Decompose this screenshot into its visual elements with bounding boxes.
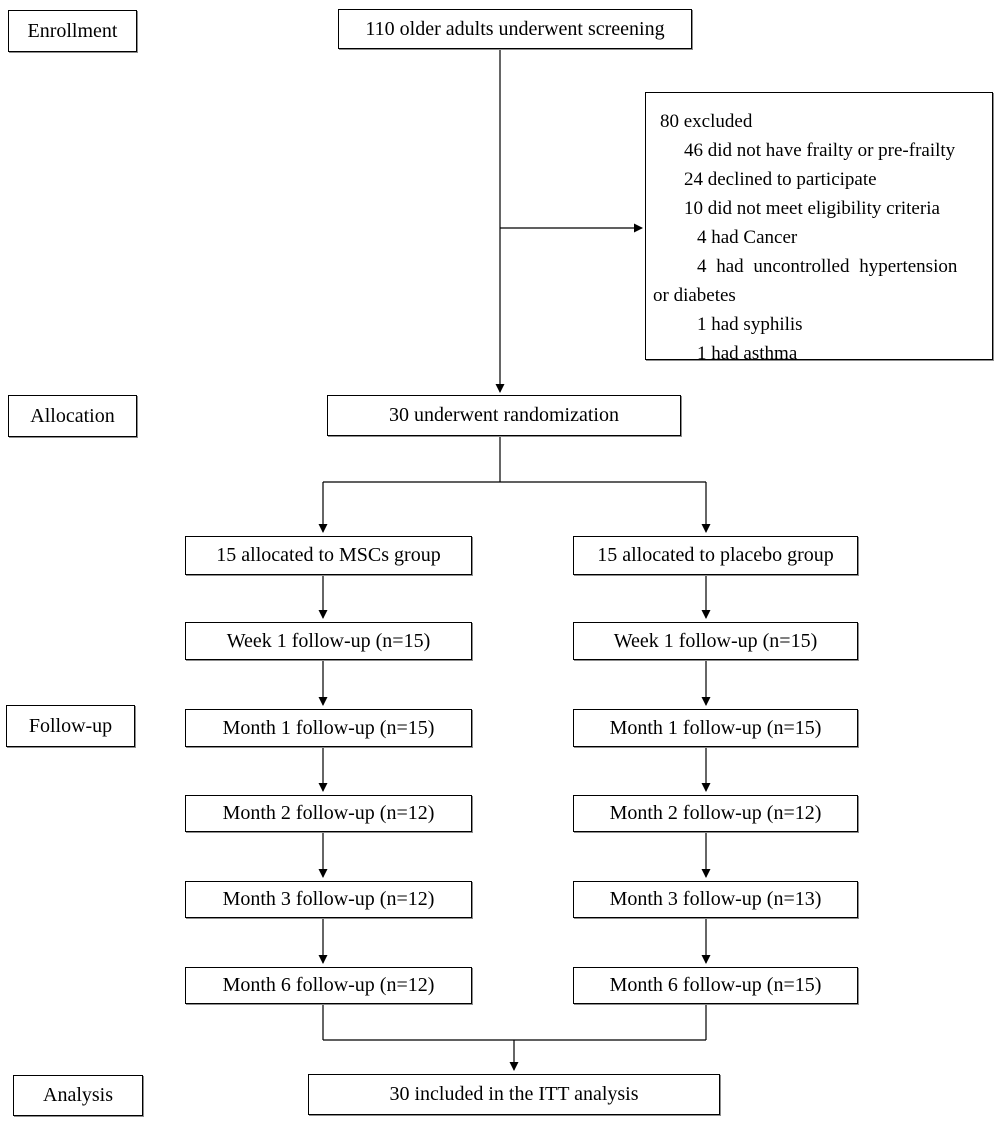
- stage-label-analysis: Analysis: [13, 1075, 143, 1116]
- placebo-month6-box: Month 6 follow-up (n=15): [573, 967, 858, 1004]
- stage-label-text: Analysis: [43, 1084, 113, 1106]
- placebo-month3-box: Month 3 follow-up (n=13): [573, 881, 858, 918]
- placebo-week1-box: Week 1 follow-up (n=15): [573, 622, 858, 660]
- box-text: Month 3 follow-up (n=13): [609, 888, 822, 910]
- merge-bar: [322, 1004, 707, 1041]
- stage-label-text: Allocation: [30, 404, 115, 427]
- placebo-month1-box: Month 1 follow-up (n=15): [573, 709, 858, 747]
- msc-month6-box: Month 6 follow-up (n=12): [185, 967, 472, 1004]
- box-text: 15 allocated to MSCs group: [216, 544, 441, 566]
- msc-month3-box: Month 3 follow-up (n=12): [185, 881, 472, 918]
- msc-month1-box: Month 1 follow-up (n=15): [185, 709, 472, 747]
- excluded-line: 4 had uncontrolled hypertension: [697, 256, 958, 277]
- stage-label-allocation: Allocation: [8, 395, 137, 437]
- excluded-line: 46 did not have frailty or pre-frailty: [684, 140, 956, 161]
- itt-analysis-box-text: 30 included in the ITT analysis: [389, 1083, 639, 1105]
- box-text: 15 allocated to placebo group: [597, 544, 834, 566]
- box-text: Month 6 follow-up (n=15): [609, 974, 822, 996]
- excluded-line: 1 had asthma: [697, 343, 798, 364]
- stage-label-text: Enrollment: [27, 19, 118, 42]
- box-text: Month 1 follow-up (n=15): [609, 716, 822, 739]
- itt-analysis-box: 30 included in the ITT analysis: [308, 1074, 720, 1115]
- msc-allocated-box: 15 allocated to MSCs group: [185, 536, 472, 575]
- msc-week1-box: Week 1 follow-up (n=15): [185, 622, 472, 660]
- box-text: Month 2 follow-up (n=12): [609, 802, 822, 824]
- excluded-line: 4 had Cancer: [697, 227, 798, 248]
- box-text: Month 3 follow-up (n=12): [222, 888, 435, 910]
- box-text: Month 1 follow-up (n=15): [222, 716, 435, 739]
- excluded-line: 80 excluded: [660, 111, 753, 132]
- excluded-line: 24 declined to participate: [684, 169, 877, 190]
- stage-label-followup: Follow-up: [6, 705, 135, 747]
- stage-label-text: Follow-up: [28, 714, 113, 737]
- excluded-box: 80 excluded 46 did not have frailty or p…: [645, 92, 993, 364]
- randomization-box: 30 underwent randomization: [327, 395, 681, 436]
- msc-month2-box: Month 2 follow-up (n=12): [185, 795, 472, 832]
- stage-label-enrollment: Enrollment: [8, 10, 137, 52]
- randomization-box-text: 30 underwent randomization: [389, 404, 619, 426]
- screening-box: 110 older adults underwent screening: [338, 9, 692, 49]
- box-text: Week 1 follow-up (n=15): [613, 629, 818, 652]
- screening-box-text: 110 older adults underwent screening: [365, 17, 665, 40]
- excluded-line: 1 had syphilis: [697, 314, 803, 335]
- box-text: Month 2 follow-up (n=12): [222, 802, 435, 824]
- placebo-month2-box: Month 2 follow-up (n=12): [573, 795, 858, 832]
- placebo-allocated-box: 15 allocated to placebo group: [573, 536, 858, 575]
- excluded-line: 10 did not meet eligibility criteria: [684, 198, 940, 219]
- box-text: Month 6 follow-up (n=12): [222, 974, 435, 996]
- box-text: Week 1 follow-up (n=15): [226, 629, 431, 652]
- excluded-line: or diabetes: [653, 285, 736, 306]
